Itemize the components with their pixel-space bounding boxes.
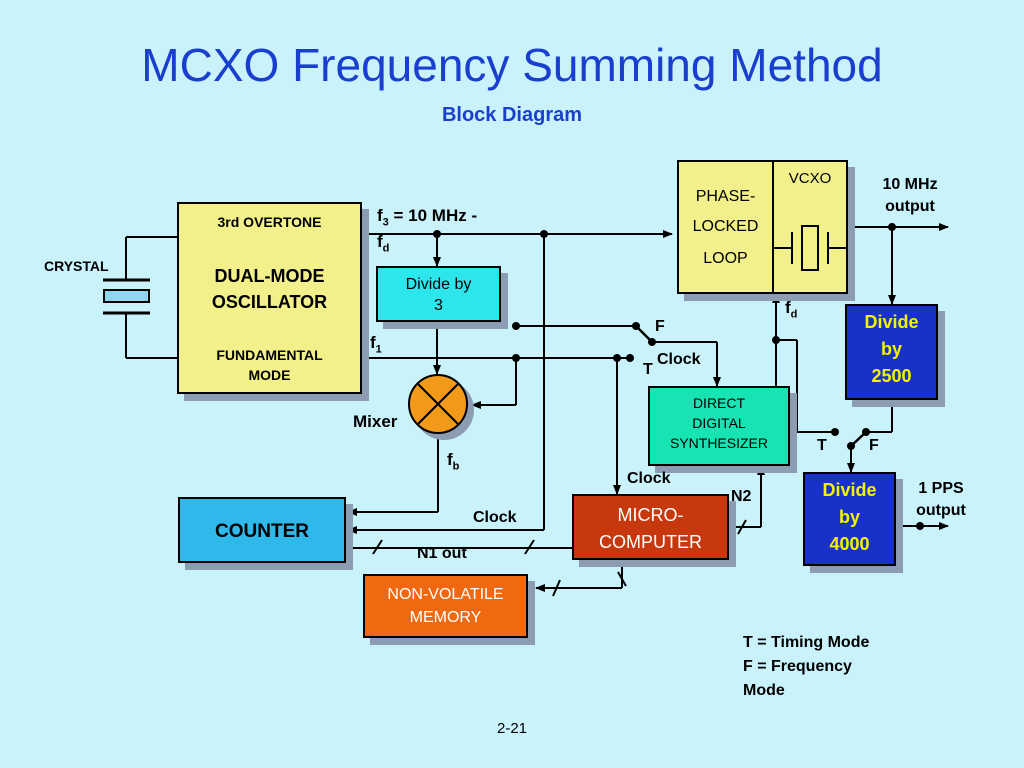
junction-micro-switch <box>613 354 621 362</box>
oscillator-bottom-line1: FUNDAMENTAL <box>216 347 323 363</box>
bus-slash-5 <box>737 519 747 535</box>
crystal-label: CRYSTAL <box>44 258 109 274</box>
div2500-line3: 2500 <box>871 366 912 386</box>
switch1-t-label: T <box>643 361 653 378</box>
f3-label: f3 = 10 MHz - <box>377 206 478 229</box>
pll-line3: LOOP <box>703 250 748 267</box>
fd-label: fd <box>785 298 798 321</box>
oscillator-main-line1: DUAL-MODE <box>214 266 325 286</box>
dds-line3: SYNTHESIZER <box>669 435 768 451</box>
microcomputer-block: MICRO- COMPUTER <box>572 494 729 560</box>
output-1pps-line2: output <box>916 502 966 519</box>
junction-f1-mixer <box>512 354 520 362</box>
oscillator-bottom-line2: MODE <box>248 367 291 383</box>
junction-fd <box>772 336 780 344</box>
junction-f1-switch <box>512 322 520 330</box>
phase-locked-loop-block: PHASE- LOCKED LOOP VCXO <box>677 160 848 294</box>
slide-title: MCXO Frequency Summing Method <box>141 39 883 91</box>
junction-pps <box>916 522 924 530</box>
div4000-line2: by <box>838 507 860 527</box>
micro-line2: COMPUTER <box>599 532 702 552</box>
clock-micro-label: Clock <box>627 470 671 487</box>
direct-digital-synthesizer-block: DIRECT DIGITAL SYNTHESIZER <box>648 386 790 466</box>
micro-line1: MICRO- <box>617 505 684 525</box>
switch1-contact-t <box>626 354 634 362</box>
switch2-t-label: T <box>817 437 827 454</box>
clock-dds-label: Clock <box>657 351 701 368</box>
mixer-cross-icon <box>417 383 459 425</box>
divide3-line1: Divide by <box>405 276 472 293</box>
vcxo-label: VCXO <box>788 170 832 187</box>
dual-mode-oscillator-block: 3rd OVERTONE DUAL-MODE OSCILLATOR FUNDAM… <box>177 202 362 394</box>
pll-line1: PHASE- <box>695 188 756 205</box>
bus-slash-4 <box>617 571 627 587</box>
switch2-contact-f <box>862 428 870 436</box>
divide-by-2500-block: Divide by 2500 <box>845 304 938 400</box>
output-1pps-line1: 1 PPS <box>918 480 964 497</box>
crystal-element <box>103 289 150 303</box>
f1-label: f1 <box>370 333 382 356</box>
switch1-f-label: F <box>655 318 665 335</box>
switch2-f-label: F <box>869 437 879 454</box>
oscillator-main-line2: OSCILLATOR <box>211 292 328 312</box>
output-10mhz-line2: output <box>885 198 935 215</box>
divide-by-3-block: Divide by 3 <box>376 266 501 322</box>
divide3-line2: 3 <box>434 297 443 314</box>
div2500-line1: Divide <box>864 312 919 332</box>
bus-slash-1 <box>372 539 383 555</box>
pll-line2: LOCKED <box>692 218 759 235</box>
div4000-line1: Divide <box>822 480 877 500</box>
memory-line2: MEMORY <box>409 609 482 626</box>
junction-f3-div3 <box>433 230 441 238</box>
oscillator-top-label: 3rd OVERTONE <box>217 214 322 230</box>
fb-label: fb <box>447 450 460 473</box>
clock-counter-label: Clock <box>473 509 517 526</box>
slide-subtitle: Block Diagram <box>441 104 583 126</box>
switch1-pivot <box>648 338 656 346</box>
div4000-line3: 4000 <box>829 534 870 554</box>
divide-by-4000-block: Divide by 4000 <box>803 472 896 566</box>
switch2-contact-t <box>831 428 839 436</box>
dds-line2: DIGITAL <box>692 415 746 431</box>
counter-block: COUNTER <box>178 497 346 563</box>
f3-label-line2: fd <box>377 232 390 255</box>
div2500-line2: by <box>880 339 902 359</box>
mixer-symbol <box>408 374 468 434</box>
output-10mhz-line1: 10 MHz <box>882 176 938 193</box>
pll-divider-line <box>772 162 774 292</box>
page-number: 2-21 <box>496 720 528 737</box>
mixer-label: Mixer <box>353 412 398 431</box>
switch1-contact-f <box>632 322 640 330</box>
legend-frequency-mode: F = Frequency Mode <box>743 658 852 699</box>
non-volatile-memory-block: NON-VOLATILE MEMORY <box>363 574 528 638</box>
bus-slash-3 <box>552 579 561 597</box>
switch2-pivot <box>847 442 855 450</box>
junction-output <box>888 223 896 231</box>
bus-slash-2 <box>524 539 535 555</box>
dds-line1: DIRECT <box>692 395 746 411</box>
vcxo-crystal-icon <box>774 225 846 271</box>
n1-out-label: N1 out <box>417 545 467 562</box>
counter-label: COUNTER <box>215 521 309 542</box>
mode-legend: T = Timing Mode F = Frequency Mode <box>743 631 923 703</box>
memory-line1: NON-VOLATILE <box>387 586 504 603</box>
junction-f3-clock <box>540 230 548 238</box>
n2-label: N2 <box>731 488 752 505</box>
legend-timing-mode: T = Timing Mode <box>743 634 870 651</box>
